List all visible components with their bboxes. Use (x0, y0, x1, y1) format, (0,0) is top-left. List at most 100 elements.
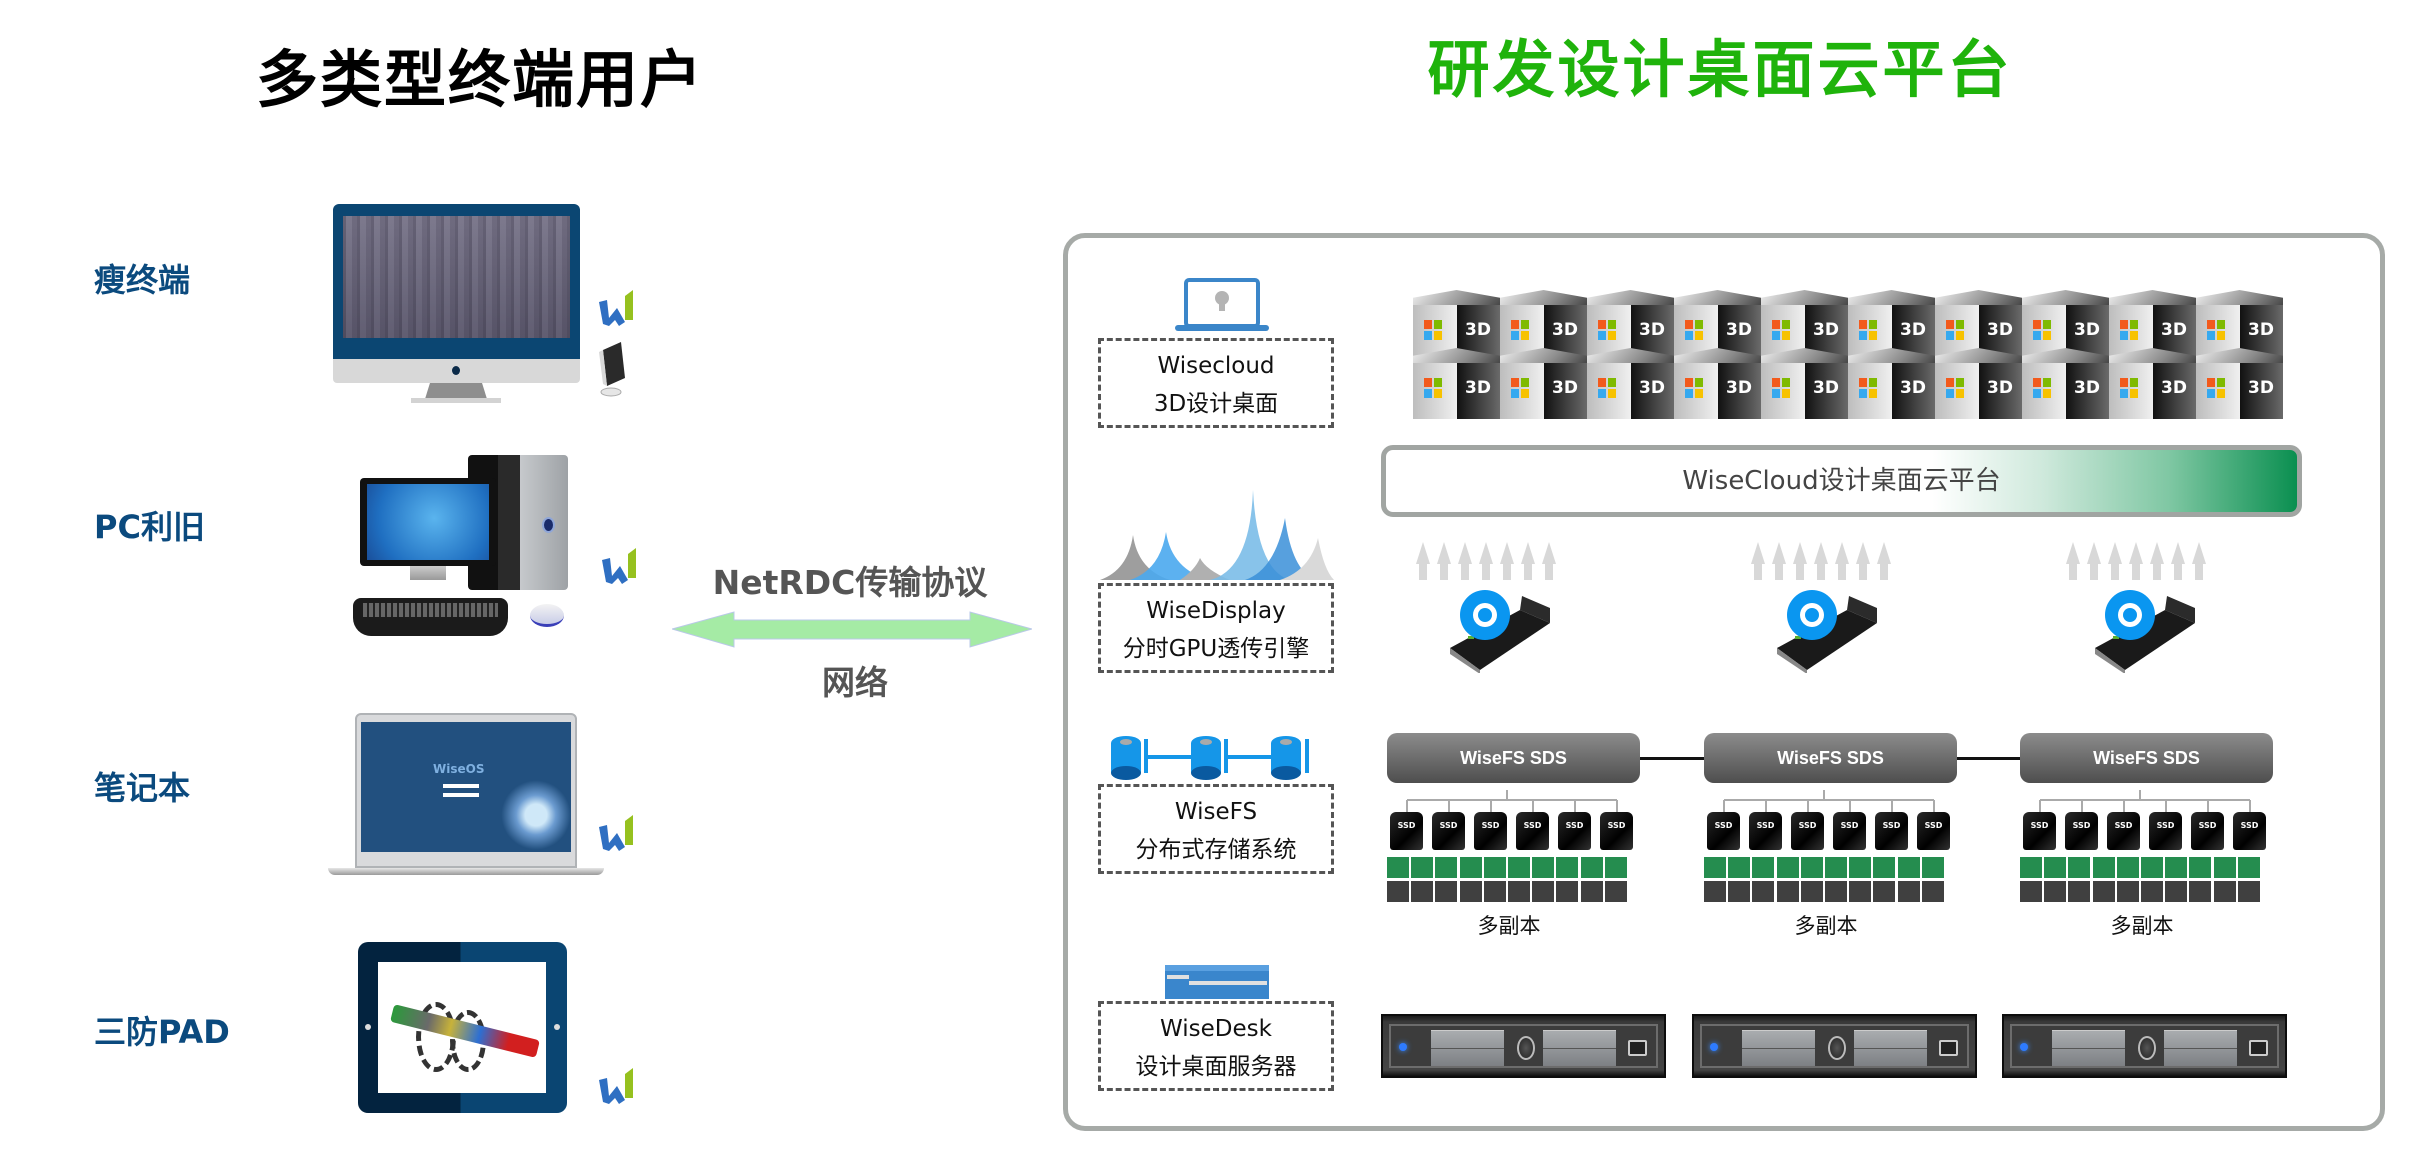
storage-node-label: WiseFS SDS (1704, 733, 1957, 783)
ssd-label: SSD (1523, 821, 1542, 830)
platform-panel (1063, 233, 2385, 1131)
thin-client-box-icon (599, 342, 625, 397)
cube-3d-label: 3D (2248, 378, 2274, 398)
component-desc: 分布式存储系统 (1135, 837, 1297, 863)
windows-logo-icon (2120, 378, 2138, 398)
replica-block (2020, 881, 2042, 902)
windows-logo-icon (1946, 320, 1964, 340)
laptop-screen-brand: WiseOS (433, 762, 485, 776)
replica-block (1556, 881, 1579, 902)
ssd-drive-icon: SSD (1707, 812, 1740, 850)
desktop-cube: 3D (1413, 290, 1500, 361)
replica-block (1411, 881, 1434, 902)
replica-block (1580, 857, 1603, 878)
desktop-cube: 3D (2196, 348, 2283, 419)
protocol-label: NetRDC传输协议 (712, 563, 988, 602)
replica-block (1776, 881, 1799, 902)
replica-block (2165, 857, 2188, 878)
cube-3d-label: 3D (1726, 378, 1752, 398)
replica-block (1849, 857, 1872, 878)
windows-logo-icon (2120, 320, 2138, 340)
replica-block (1897, 857, 1920, 878)
replica-block (1800, 857, 1823, 878)
ssd-drive-icon: SSD (1791, 812, 1824, 850)
windows-logo-icon (2207, 378, 2225, 398)
gpu-card-icon (1777, 590, 1877, 673)
component-name: Wisecloud (1157, 353, 1275, 379)
ssd-drive-icon: SSD (1474, 812, 1507, 850)
desktop-cube: 3D (2196, 290, 2283, 361)
replica-block (1752, 881, 1775, 902)
replica-block (2044, 857, 2067, 878)
double-arrow-icon (672, 611, 1032, 648)
desktop-cube: 3D (1935, 348, 2022, 419)
upward-arrows-icon (2066, 542, 2206, 580)
ssd-connector-lines (1406, 790, 1618, 812)
replica-block (1897, 881, 1920, 902)
cube-3d-label: 3D (1465, 320, 1491, 340)
ssd-drive-icon: SSD (1516, 812, 1549, 850)
windows-logo-icon (1685, 320, 1703, 340)
replica-block (2116, 857, 2139, 878)
cube-3d-label: 3D (1813, 320, 1839, 340)
device-label-laptop: 笔记本 (94, 769, 191, 807)
ssd-drive-icon: SSD (2191, 812, 2224, 850)
ssd-drive-icon: SSD (1875, 812, 1908, 850)
replica-block (1921, 881, 1944, 902)
mouse-icon (530, 604, 564, 627)
replica-block (1435, 857, 1458, 878)
windows-logo-icon (1511, 320, 1529, 340)
replica-block (1825, 881, 1847, 902)
waveform-peaks-icon (1100, 490, 1334, 580)
windows-logo-icon (1598, 320, 1616, 340)
replica-block (1508, 881, 1530, 902)
replica-block (1704, 857, 1726, 878)
pc-monitor-stand (410, 566, 446, 580)
replica-block (1459, 881, 1482, 902)
replica-label: 多副本 (2110, 914, 2174, 938)
windows-logo-icon (1598, 378, 1616, 398)
wise-logo-icon (602, 548, 636, 584)
desktop-cube: 3D (1587, 290, 1674, 361)
replica-block (1873, 857, 1896, 878)
cube-3d-label: 3D (1639, 378, 1665, 398)
wise-logo-icon (599, 290, 633, 326)
ssd-label: SSD (1882, 821, 1901, 830)
replica-block (2141, 881, 2163, 902)
replica-block (1435, 881, 1458, 902)
cube-3d-label: 3D (2074, 320, 2100, 340)
replica-block (1532, 857, 1555, 878)
component-name: WiseFS (1174, 799, 1258, 825)
ssd-drive-icon: SSD (2023, 812, 2056, 850)
gear-icon (1460, 590, 1510, 640)
cube-3d-label: 3D (2161, 320, 2187, 340)
device-label-pc: PC利旧 (94, 508, 205, 546)
desktop-cube: 3D (1761, 290, 1848, 361)
desktop-cube: 3D (2022, 348, 2109, 419)
replica-block (2213, 881, 2236, 902)
storage-node-label: WiseFS SDS (2020, 733, 2273, 783)
replica-block (1411, 857, 1434, 878)
replica-block (1483, 881, 1506, 902)
ssd-drive-icon: SSD (1749, 812, 1782, 850)
replica-block (2189, 857, 2212, 878)
storage-link (1640, 757, 1704, 760)
replica-block (1604, 881, 1627, 902)
windows-logo-icon (1511, 378, 1529, 398)
desktop-cube: 3D (2109, 348, 2196, 419)
replica-block (1459, 857, 1482, 878)
cube-3d-label: 3D (1726, 320, 1752, 340)
windows-logo-icon (1946, 378, 1964, 398)
ssd-label: SSD (1439, 821, 1458, 830)
ssd-label: SSD (1607, 821, 1626, 830)
replica-block (1849, 881, 1872, 902)
laptop-icon: WiseOS (328, 713, 604, 875)
replica-block-grid (1387, 857, 1628, 903)
ssd-drive-icon: SSD (2149, 812, 2182, 850)
replica-block (2092, 881, 2115, 902)
wise-logo-icon (599, 815, 633, 851)
replica-label: 多副本 (1794, 914, 1858, 938)
component-desc: 分时GPU透传引擎 (1122, 636, 1310, 662)
